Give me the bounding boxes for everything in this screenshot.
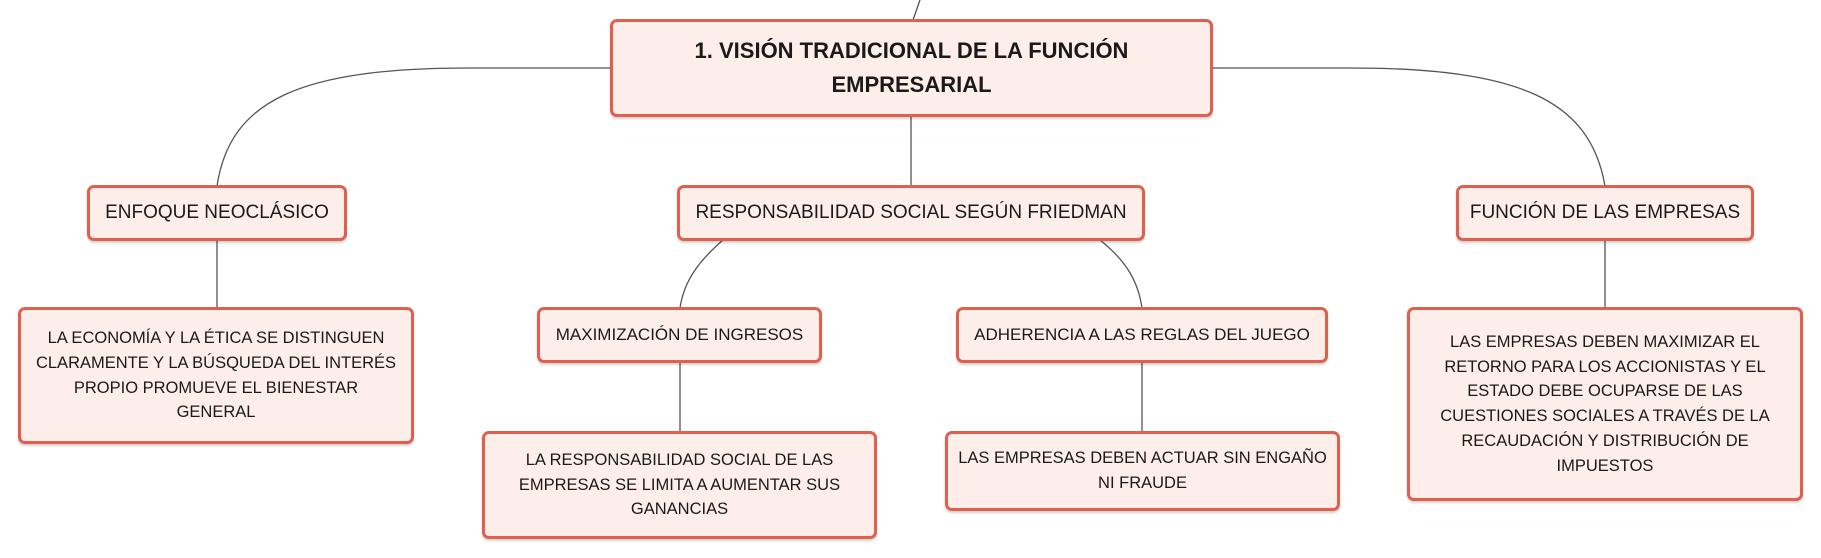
node-income-detail[interactable]: LA RESPONSABILIDAD SOCIAL DE LAS EMPRESA… [482, 431, 877, 539]
node-rules[interactable]: ADHERENCIA A LAS REGLAS DEL JUEGO [956, 307, 1328, 363]
node-rules-label: ADHERENCIA A LAS REGLAS DEL JUEGO [974, 325, 1310, 345]
connector-friedman-rules [1099, 239, 1143, 309]
node-neoclassical-detail-text: LA ECONOMÍA Y LA ÉTICA SE DISTINGUEN CLA… [35, 329, 397, 422]
node-rules-detail[interactable]: LAS EMPRESAS DEBEN ACTUAR SIN ENGAÑO NI … [945, 431, 1340, 511]
node-income-label: MAXIMIZACIÓN DE INGRESOS [555, 325, 804, 345]
node-income-detail-text: LA RESPONSABILIDAD SOCIAL DE LAS EMPRESA… [518, 450, 841, 519]
connector-to-parent [912, 0, 921, 21]
connector-root-companies [1212, 67, 1606, 187]
node-companies[interactable]: FUNCIÓN DE LAS EMPRESAS [1456, 185, 1754, 241]
connector-root-neoclassical [216, 67, 612, 187]
node-neoclassical-label: ENFOQUE NEOCLÁSICO [105, 201, 329, 223]
node-friedman-label: RESPONSABILIDAD SOCIAL SEGÚN FRIEDMAN [695, 201, 1127, 223]
connector-friedman-income [679, 239, 724, 309]
node-companies-detail-text: LAS EMPRESAS DEBEN MAXIMIZAR EL RETORNO … [1440, 332, 1770, 475]
node-income[interactable]: MAXIMIZACIÓN DE INGRESOS [537, 307, 822, 363]
node-companies-detail[interactable]: LAS EMPRESAS DEBEN MAXIMIZAR EL RETORNO … [1407, 307, 1803, 501]
root-node[interactable]: 1. VISIÓN TRADICIONAL DE LA FUNCIÓN EMPR… [610, 19, 1213, 117]
node-neoclassical[interactable]: ENFOQUE NEOCLÁSICO [87, 185, 347, 241]
root-title: 1. VISIÓN TRADICIONAL DE LA FUNCIÓN EMPR… [694, 37, 1129, 97]
node-neoclassical-detail[interactable]: LA ECONOMÍA Y LA ÉTICA SE DISTINGUEN CLA… [18, 307, 414, 444]
node-rules-detail-text: LAS EMPRESAS DEBEN ACTUAR SIN ENGAÑO NI … [958, 449, 1327, 492]
node-friedman[interactable]: RESPONSABILIDAD SOCIAL SEGÚN FRIEDMAN [677, 185, 1145, 241]
node-companies-label: FUNCIÓN DE LAS EMPRESAS [1469, 201, 1741, 223]
